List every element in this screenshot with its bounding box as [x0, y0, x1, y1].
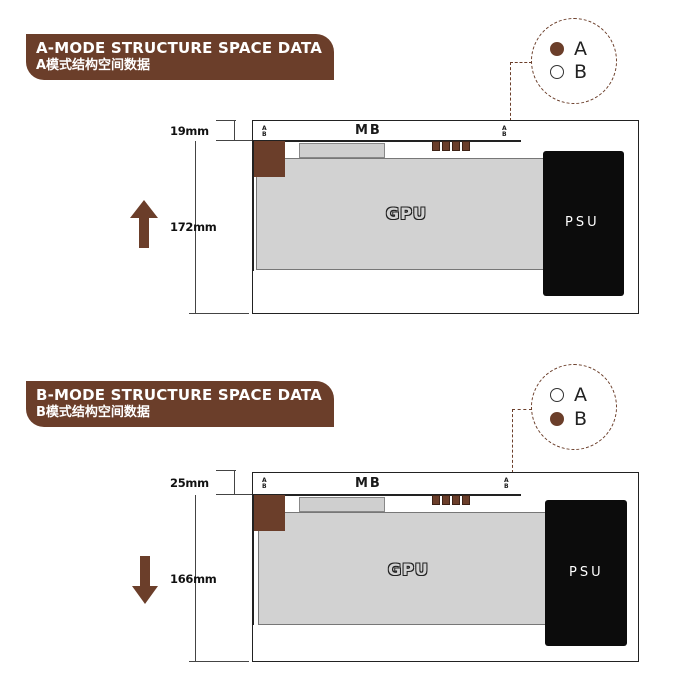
panel-a-psu [543, 151, 624, 296]
panel-b-pcie-contact [442, 495, 450, 505]
panel-a-gpu [256, 158, 546, 270]
panel-a-height-line [195, 141, 196, 313]
panel-b-top-gap-tick [216, 470, 236, 471]
panel-b-title: B-MODE STRUCTURE SPACE DATA [36, 386, 322, 404]
panel-a-mini-switch-right: A B [502, 126, 514, 138]
arrow-up-icon [130, 200, 158, 248]
panel-a-legend [531, 18, 617, 104]
panel-b-mini-b-left: B [262, 483, 267, 490]
panel-b-psu [545, 500, 627, 646]
panel-a-height-tick [189, 313, 249, 314]
panel-a-legend-b-label: B [574, 61, 588, 83]
panel-a-top-gap-tick [216, 140, 252, 141]
panel-b-legend-a-label: A [574, 384, 587, 406]
panel-a-title-box: A-MODE STRUCTURE SPACE DATA A模式结构空间数据 [26, 34, 335, 80]
panel-a-top-gap-tick [216, 120, 236, 121]
panel-b-legend-b-label: B [574, 408, 588, 430]
panel-b-mb-label: MB [355, 476, 382, 491]
panel-b-height-label: 166mm [170, 572, 217, 586]
panel-b-top-gap-line [234, 470, 235, 494]
panel-b-motherboard [253, 494, 521, 496]
panel-b-bracket-line [252, 495, 254, 625]
panel-b-slot [299, 497, 385, 512]
panel-a-mini-a-right: A [502, 125, 507, 132]
panel-b-gpu [258, 512, 548, 625]
panel-a-mini-b-right: B [502, 131, 507, 138]
panel-a-gpu-bracket [254, 141, 285, 177]
panel-a-psu-label: PSU [565, 215, 600, 230]
panel-b-subtitle: B模式结构空间数据 [36, 405, 150, 420]
panel-a-mb-label: MB [355, 123, 382, 138]
panel-a-mini-b-left: B [262, 131, 267, 138]
panel-a-top-gap-line [234, 120, 235, 140]
panel-a-gpu-label: GPU [386, 204, 427, 223]
panel-a-pcie-contact [442, 141, 450, 151]
panel-a-motherboard [253, 140, 521, 142]
panel-b-psu-label: PSU [569, 565, 604, 580]
panel-a-legend-b: B [550, 61, 587, 83]
panel-b-pcie-contact [452, 495, 460, 505]
panel-b-height-tick [189, 661, 249, 662]
panel-b-legend-b: B [550, 408, 587, 430]
panel-b-mini-switch-left: A B [262, 478, 274, 490]
panel-b-gpu-label: GPU [388, 560, 429, 579]
panel-a-height-label: 172mm [170, 220, 217, 234]
panel-a-subtitle: A模式结构空间数据 [36, 58, 151, 73]
panel-a-slot [299, 143, 385, 158]
panel-b-legend [531, 364, 617, 450]
panel-a-legend-connector-h [510, 62, 532, 63]
panel-b-mini-b-right: B [504, 483, 509, 490]
panel-a-mini-a-left: A [262, 125, 267, 132]
panel-b-pcie-contact [462, 495, 470, 505]
panel-b-gpu-bracket [254, 495, 285, 531]
panel-a-legend-connector-v [510, 62, 511, 121]
filled-dot-icon [550, 42, 564, 56]
panel-b-mini-a-left: A [262, 477, 267, 484]
panel-b-title-box: B-MODE STRUCTURE SPACE DATA B模式结构空间数据 [26, 381, 334, 427]
panel-a-top-gap-label: 19mm [170, 124, 209, 138]
panel-b-top-gap-tick [216, 494, 252, 495]
filled-dot-icon [550, 412, 564, 426]
panel-a-pcie-contact [432, 141, 440, 151]
panel-a-pcie-contact [452, 141, 460, 151]
panel-b-mini-switch-right: A B [504, 478, 516, 490]
panel-a-bracket-line [252, 141, 254, 271]
empty-dot-icon [550, 65, 564, 79]
panel-b-legend-connector-v [512, 409, 513, 473]
panel-b-legend-connector-h [512, 409, 532, 410]
panel-b-height-line [195, 495, 196, 661]
panel-a-legend-a-label: A [574, 38, 587, 60]
panel-a-title: A-MODE STRUCTURE SPACE DATA [36, 39, 323, 57]
empty-dot-icon [550, 388, 564, 402]
panel-a-mini-switch-left: A B [262, 126, 274, 138]
panel-b-top-gap-label: 25mm [170, 476, 209, 490]
panel-a-legend-a: A [550, 38, 587, 60]
panel-b-mini-a-right: A [504, 477, 509, 484]
panel-a-pcie-contact [462, 141, 470, 151]
arrow-down-icon [132, 556, 158, 604]
panel-b-pcie-contact [432, 495, 440, 505]
panel-b-legend-a: A [550, 384, 587, 406]
